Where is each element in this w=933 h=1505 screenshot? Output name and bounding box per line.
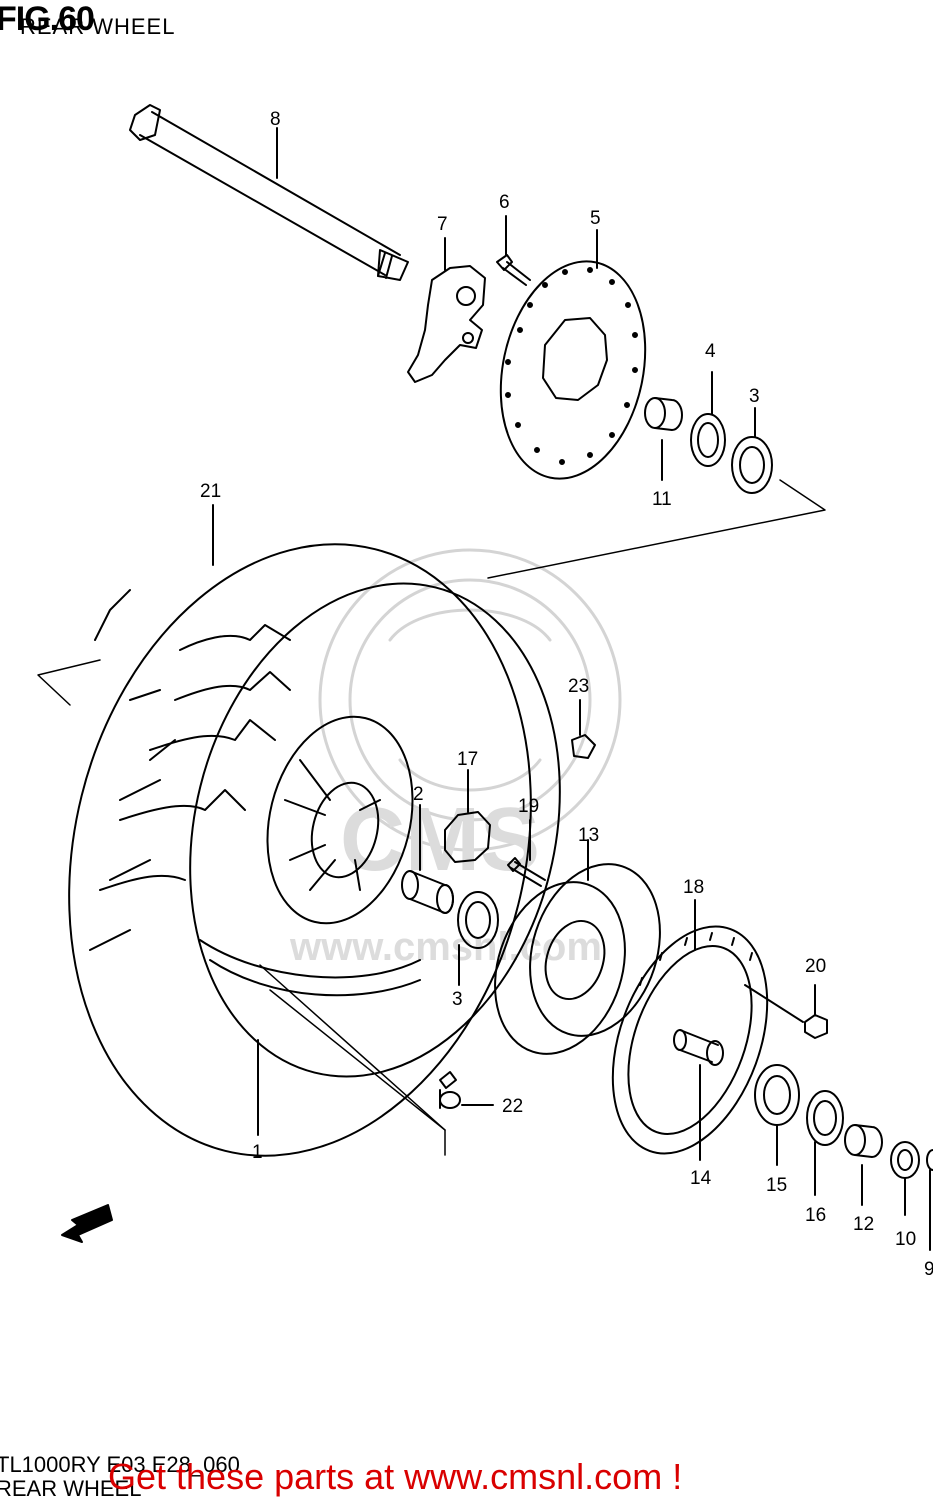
part-label-5: 5 <box>590 208 601 229</box>
brake-disc-part-5 <box>499 229 647 480</box>
wheel-rim-part-1 <box>199 715 421 1136</box>
oil-seal-part-4 <box>690 371 726 467</box>
stud-part-19 <box>507 819 546 887</box>
part-label-6: 6 <box>499 192 510 213</box>
part-number-labels: 1 2 3 3 4 5 6 7 8 9 10 11 12 13 14 15 16… <box>200 109 933 1280</box>
nut-part-20 <box>744 984 828 1039</box>
bearing-part-15 <box>754 1064 800 1166</box>
part-label-17: 17 <box>457 749 478 770</box>
part-label-8: 8 <box>270 109 281 130</box>
watermark-logo: CMS www.cmsnl.com <box>289 548 622 969</box>
spacer-part-11 <box>644 397 683 481</box>
part-label-9: 9 <box>924 1259 933 1280</box>
figure-number: FIG.60 <box>0 0 95 38</box>
tire-part-21 <box>68 504 561 1157</box>
part-label-16: 16 <box>805 1205 826 1226</box>
forward-arrow-icon: FWD <box>61 1204 113 1243</box>
sprocket-mount-part-13 <box>494 839 661 1055</box>
watermark-text: www.cmsnl.com <box>289 925 602 969</box>
svg-text:CMS: CMS <box>340 790 540 890</box>
part-label-21: 21 <box>200 481 221 502</box>
promo-link[interactable]: Get these parts at www.cmsnl.com ! <box>108 1456 683 1497</box>
part-label-11: 11 <box>652 489 672 510</box>
part-label-20: 20 <box>805 956 826 977</box>
part-label-23: 23 <box>568 676 589 697</box>
caliper-bracket-part-7 <box>407 237 486 383</box>
oil-seal-part-16 <box>806 1090 844 1196</box>
cotter-pin-part-9 <box>926 1149 933 1251</box>
part-label-2: 2 <box>413 784 424 805</box>
part-label-1: 1 <box>252 1142 263 1163</box>
collar-part-2 <box>401 804 454 914</box>
part-label-3-top: 3 <box>749 386 760 407</box>
part-label-4: 4 <box>705 341 716 362</box>
part-label-7: 7 <box>437 214 448 235</box>
part-label-12: 12 <box>853 1214 874 1235</box>
nut-part-10 <box>890 1141 920 1216</box>
valve-part-22 <box>439 1071 494 1109</box>
part-group-name: REAR WHEEL <box>0 1476 142 1501</box>
bolt-part-14 <box>673 1029 724 1161</box>
damper-part-17 <box>444 769 491 863</box>
clip-part-23 <box>571 699 596 759</box>
sprocket-part-18 <box>611 899 769 1155</box>
part-label-14: 14 <box>690 1168 712 1189</box>
page-title: REAR WHEEL <box>20 14 176 39</box>
axle-part-8 <box>129 104 409 281</box>
part-label-18: 18 <box>683 877 704 898</box>
bolt-part-6 <box>496 215 531 286</box>
part-label-22: 22 <box>502 1096 523 1117</box>
spacer-part-12 <box>844 1124 883 1206</box>
part-label-10: 10 <box>895 1229 916 1250</box>
part-label-13: 13 <box>578 825 599 846</box>
bearing-part-3-top <box>731 407 773 494</box>
part-label-3-middle: 3 <box>452 989 463 1010</box>
assembly-guide-lines <box>37 479 826 1156</box>
model-code: TL1000RY E03 E28_060 <box>0 1452 240 1477</box>
bearing-part-3-middle <box>457 891 499 986</box>
part-label-19: 19 <box>518 796 539 817</box>
part-label-15: 15 <box>766 1175 787 1196</box>
